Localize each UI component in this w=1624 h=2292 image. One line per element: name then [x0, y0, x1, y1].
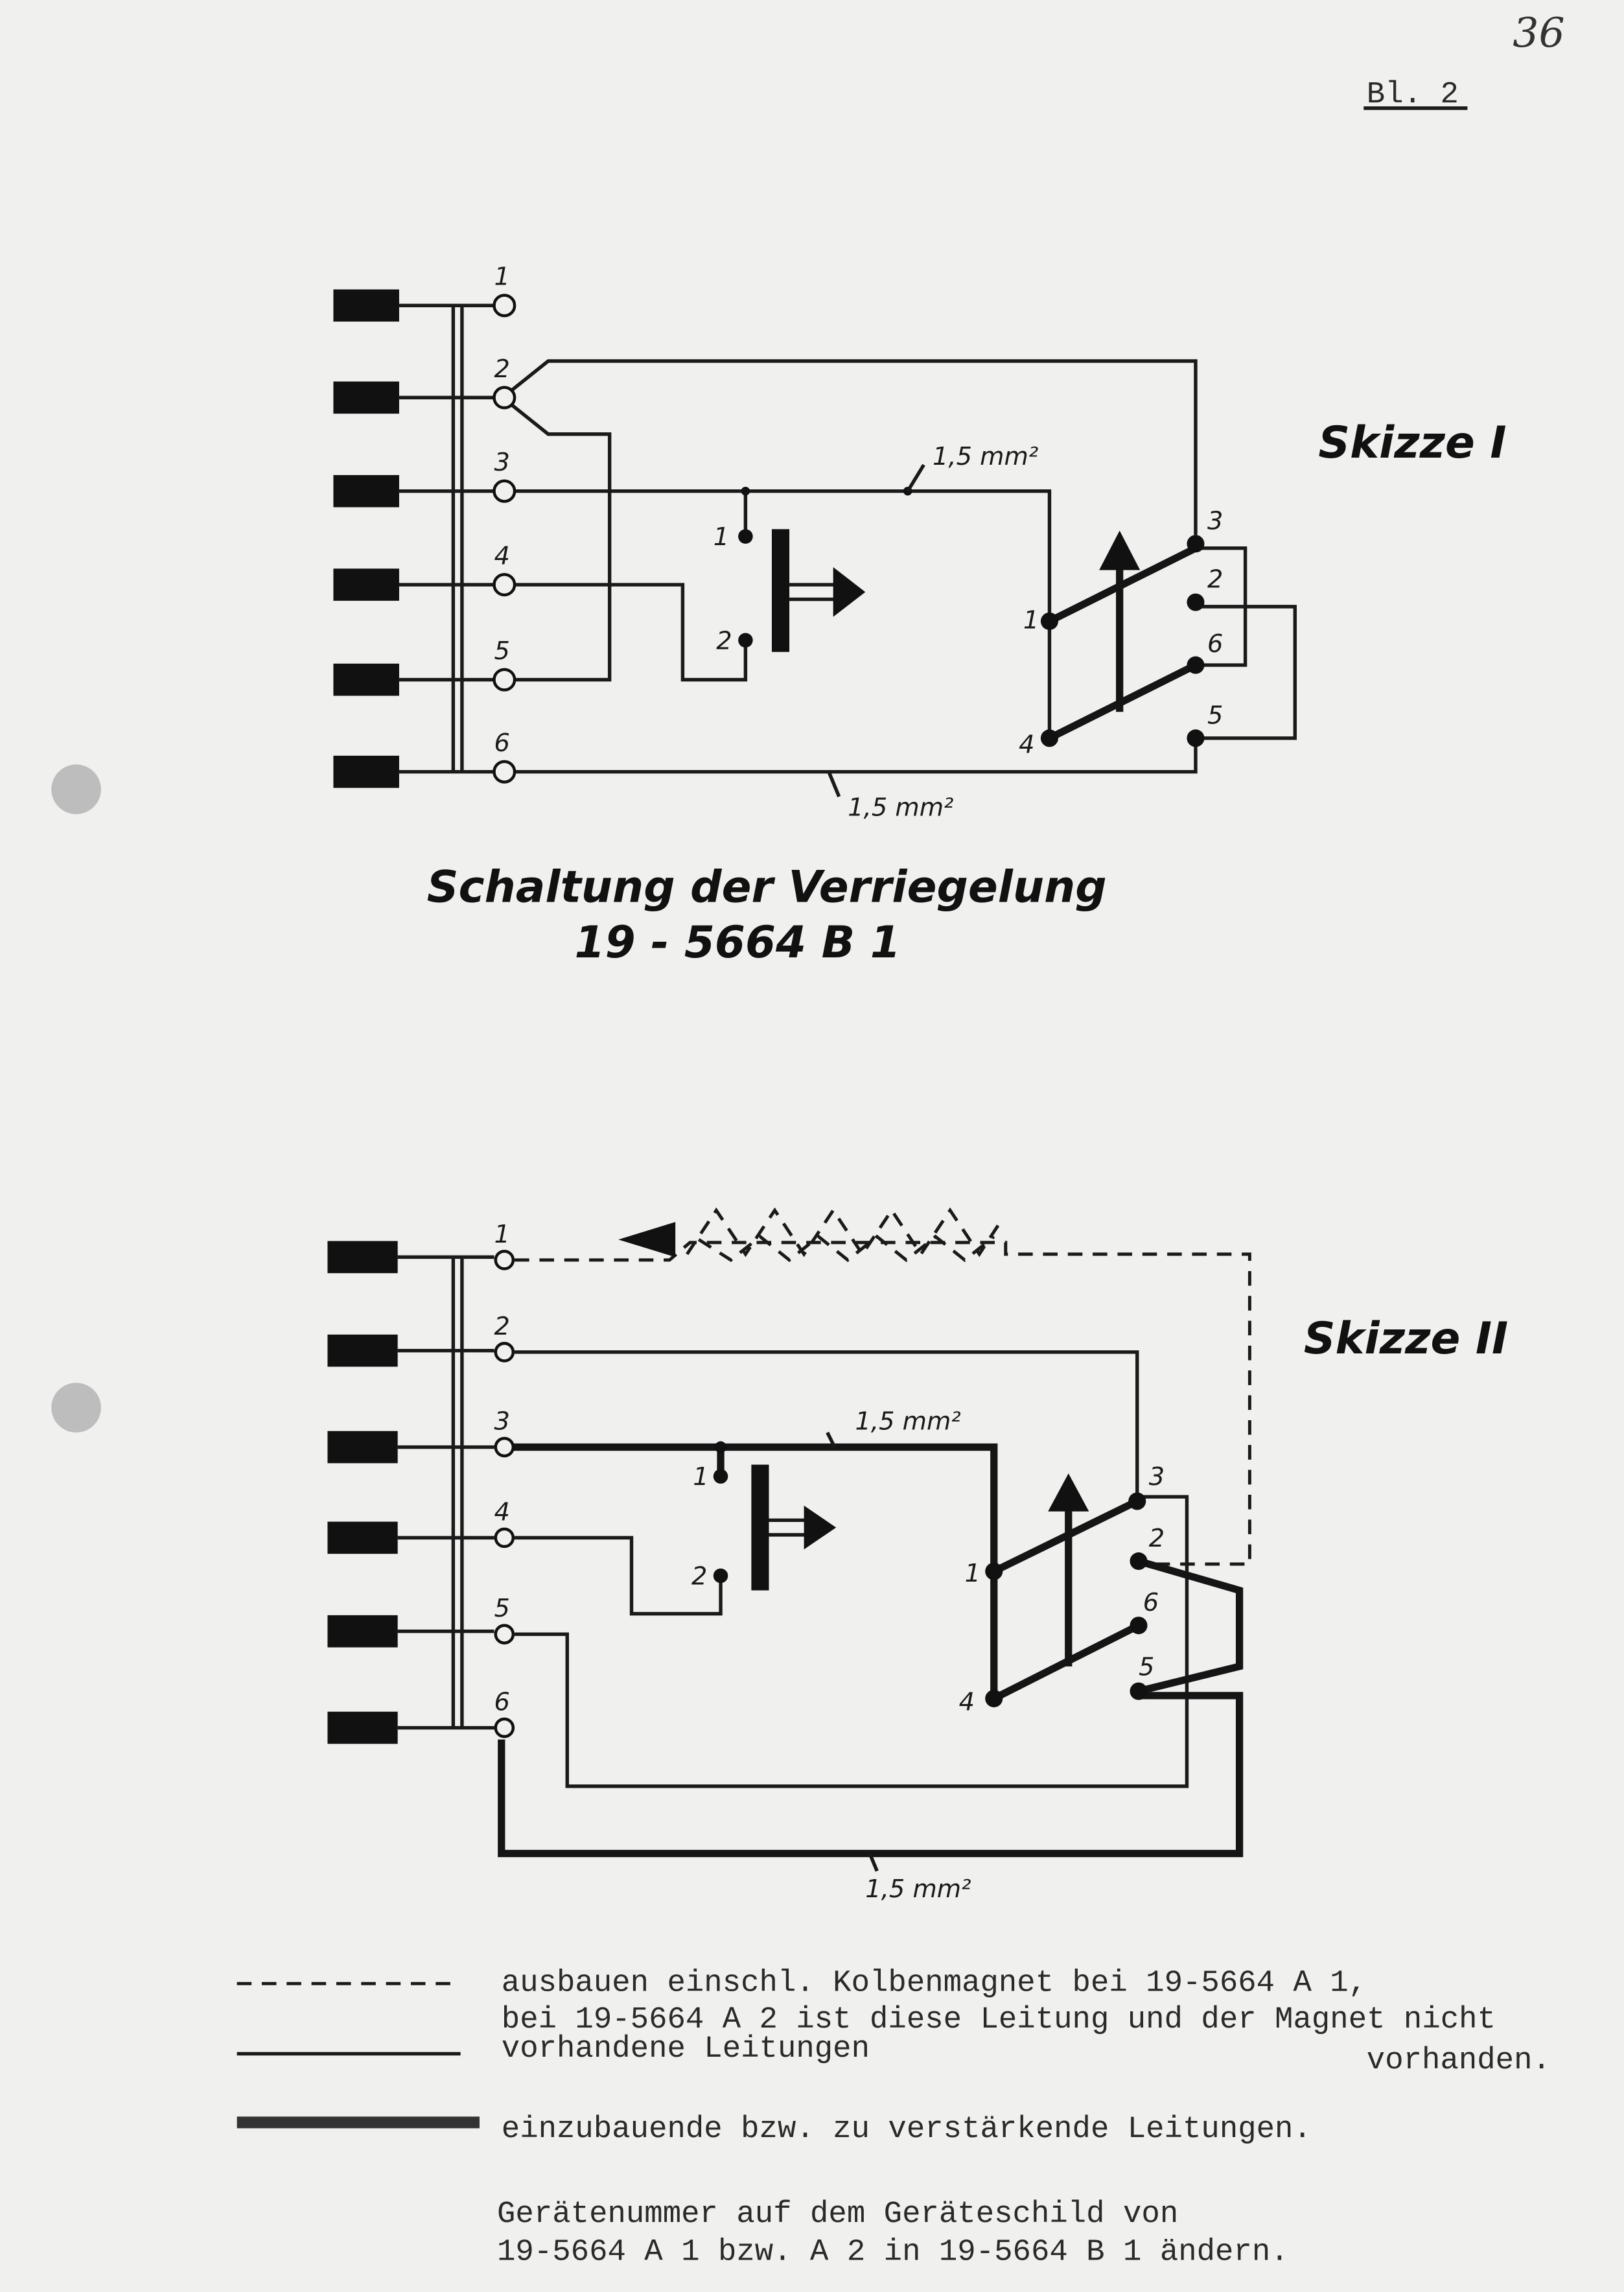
- punch-hole: [51, 764, 101, 815]
- terminal-label: 2: [494, 355, 510, 384]
- legend-dashed-text: bei 19-5664 A 2 ist diese Leitung und de…: [502, 2003, 1496, 2037]
- wire-5: [515, 1495, 1189, 1788]
- magnet-symbol: [738, 529, 866, 652]
- punch-hole: [51, 1383, 101, 1432]
- arrow-up-icon: [1099, 530, 1141, 570]
- wire-3: [515, 489, 1052, 738]
- wire-3-reinforced: [504, 1443, 998, 1699]
- sketch-title: Skizze II: [1304, 1313, 1508, 1364]
- sketch-title: Skizze I: [1318, 417, 1506, 468]
- terminal-label: 5: [494, 637, 510, 666]
- circuit-caption: Schaltung der Verriegelung: [427, 861, 1107, 912]
- wire-2: [515, 1350, 1139, 1497]
- wire-gauge-label: 1,5 mm²: [848, 793, 953, 822]
- switch-contact-label: 5: [1139, 1652, 1154, 1681]
- connector-blocks: [333, 289, 399, 788]
- legend: ausbauen einschl. Kolbenmagnet bei 19-56…: [237, 1966, 1551, 2269]
- switch-contact-label: 1: [1023, 606, 1039, 635]
- arrow-right-icon: [833, 567, 866, 617]
- changeover-switch: [985, 1473, 1148, 1707]
- sheet-label: Bl. 2: [1367, 78, 1459, 112]
- wire-4: [515, 1536, 723, 1616]
- terminal-label: 5: [494, 1594, 510, 1623]
- switch-contact-label: 5: [1207, 701, 1223, 730]
- part-number-caption: 19 - 5664 B 1: [575, 917, 901, 968]
- terminal-circles: [493, 294, 516, 784]
- wire-4: [515, 583, 748, 682]
- arrow-up-icon: [1048, 1473, 1089, 1512]
- magnet-contact-label: 2: [691, 1562, 707, 1591]
- wire-gauge-label: 1,5 mm²: [865, 1875, 971, 1904]
- switch-contact-label: 4: [959, 1687, 975, 1716]
- terminal-circles: [494, 1250, 515, 1738]
- bridge-reinforced: [1137, 1558, 1244, 1695]
- skizze-1: 1 2 3 4 5 6 1 2 1 4 3 2 6 5 1,5 mm² 1,5 …: [333, 263, 1507, 968]
- arrow-left-icon: [618, 1222, 676, 1257]
- arrow-right-icon: [804, 1505, 837, 1550]
- solenoid-coil-icon: [618, 1207, 1003, 1263]
- terminal-label: 1: [494, 263, 510, 292]
- bridge-2-5: [1195, 605, 1297, 740]
- wire-gauge-label: 1,5 mm²: [933, 442, 1038, 471]
- terminal-label: 4: [494, 1497, 510, 1526]
- switch-contact-label: 3: [1207, 506, 1223, 535]
- switch-contact-label: 4: [1019, 730, 1034, 759]
- legend-dashed-text: ausbauen einschl. Kolbenmagnet bei 19-56…: [502, 1966, 1367, 2000]
- switch-contact-label: 2: [1207, 565, 1223, 594]
- magnet-contact-label: 1: [693, 1462, 708, 1491]
- wire-6: [515, 738, 1198, 774]
- wire-2-to-terminal-5: [510, 403, 612, 682]
- connector-leads: [399, 303, 494, 774]
- terminal-label: 2: [494, 1312, 510, 1341]
- legend-dashed-text: vorhanden.: [1367, 2044, 1551, 2078]
- legend-thick-text: einzubauende bzw. zu verstärkende Leitun…: [502, 2112, 1312, 2147]
- switch-contact-label: 6: [1207, 629, 1223, 659]
- switch-contact-label: 1: [965, 1559, 980, 1588]
- connector-leads: [397, 1255, 494, 1730]
- changeover-switch: [1040, 530, 1205, 747]
- handwritten-page-number: 36: [1513, 8, 1564, 56]
- terminal-label: 4: [494, 541, 510, 570]
- wire-1-removed: [515, 1241, 1251, 1566]
- note-text: Gerätenummer auf dem Geräteschild von: [497, 2197, 1178, 2232]
- magnet-contact-label: 1: [713, 522, 729, 552]
- note-text: 19-5664 A 1 bzw. A 2 in 19-5664 B 1 ände…: [497, 2235, 1289, 2269]
- terminal-label: 3: [494, 448, 510, 477]
- connector-blocks: [327, 1241, 398, 1744]
- wire-6-reinforced: [498, 1692, 1244, 1858]
- terminal-label: 3: [494, 1407, 510, 1436]
- magnet-symbol: [713, 1464, 837, 1591]
- switch-contact-label: 3: [1149, 1462, 1165, 1491]
- switch-contact-label: 6: [1143, 1588, 1159, 1617]
- legend-thin-text: vorhandene Leitungen: [502, 2032, 870, 2066]
- switch-contact-label: 2: [1149, 1524, 1165, 1553]
- skizze-2: 1 2 3 4 5 6 1 2 1 4 3 2 6 5 1,5 mm² 1,5 …: [327, 1207, 1508, 1904]
- terminal-label: 6: [494, 729, 510, 758]
- wire-gauge-label: 1,5 mm²: [855, 1407, 961, 1436]
- wire-2-to-switch-3: [510, 359, 1198, 535]
- terminal-label: 1: [494, 1220, 510, 1249]
- terminal-label: 6: [494, 1687, 510, 1716]
- magnet-contact-label: 2: [716, 626, 732, 655]
